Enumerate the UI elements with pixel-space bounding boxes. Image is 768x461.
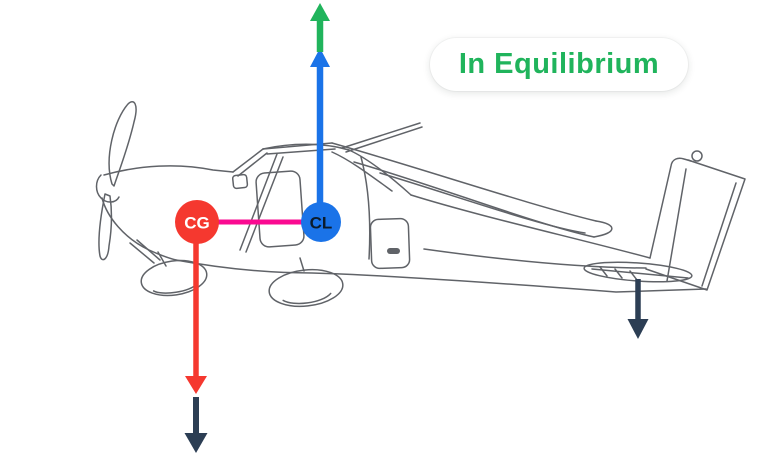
extra-weight-arrow-icon (184, 397, 208, 453)
cg-circle (175, 200, 219, 244)
lift-arrow-icon (310, 48, 330, 203)
fin-leading-edge (649, 157, 692, 259)
roof-line (262, 143, 350, 151)
main-gear-strut (299, 257, 305, 272)
fin-outline (645, 159, 746, 291)
rear-window-inner-line (331, 151, 393, 192)
fuselage-crease-line (423, 248, 647, 269)
cl-circle (301, 202, 341, 242)
tail-downforce-arrow-head (627, 319, 649, 339)
windshield-line (232, 148, 268, 177)
front-wheel-arc (152, 283, 198, 294)
fuselage-top-line (410, 194, 651, 259)
propeller-spinner-icon (95, 174, 120, 203)
cg-label: CG (184, 214, 210, 233)
rudder-line (666, 168, 687, 282)
equilibrium-badge: In Equilibrium (430, 38, 688, 91)
vent-window (231, 173, 249, 190)
nose-gear-leg (129, 239, 161, 264)
fuselage-belly-line (175, 259, 707, 293)
front-wheel-fairing (140, 259, 208, 297)
cl-marker: CL (301, 202, 341, 242)
fin-cap-icon (691, 150, 703, 162)
main-wheel-arc (282, 292, 332, 305)
far-wing-line (341, 122, 423, 153)
airplane-sketch (95, 101, 746, 308)
wing-inner-line (379, 172, 586, 234)
wing-strut (239, 153, 284, 253)
cowl-top-line (103, 165, 234, 176)
tailplane-hatching (599, 266, 638, 281)
propeller-upper-blade-icon (108, 101, 137, 187)
b-pillar-line (360, 156, 371, 260)
total-lift-arrow-icon (310, 3, 330, 52)
door-handle (387, 248, 400, 254)
weight-arrow-icon (185, 243, 207, 394)
wing-edges (331, 142, 597, 238)
front-gear-strut (157, 251, 167, 267)
cl-label: CL (310, 214, 333, 233)
fin-inner-line (701, 182, 737, 287)
elevator-line (591, 268, 689, 279)
propeller-lower-blade-icon (98, 193, 113, 261)
total-lift-arrow-head (310, 3, 330, 21)
door-window (369, 217, 411, 270)
extra-weight-arrow-head (184, 433, 208, 453)
cg-marker: CG (175, 200, 219, 244)
lift-arrow-head (310, 48, 330, 67)
tail-downforce-arrow-icon (627, 279, 649, 339)
wing-tip (593, 220, 613, 238)
weight-arrow-head (185, 376, 207, 394)
